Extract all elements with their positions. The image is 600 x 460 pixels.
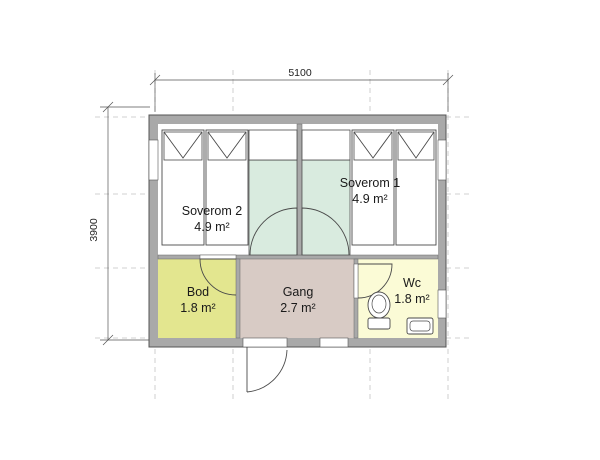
room-area-soverom-1: 4.9 m²	[352, 192, 387, 206]
room-name-wc: Wc	[403, 276, 421, 290]
door-bod	[199, 254, 237, 296]
room-area-bod: 1.8 m²	[180, 301, 215, 315]
room-bod	[158, 259, 236, 338]
bed-soverom-2-b	[205, 129, 249, 246]
bed-soverom-1-b	[395, 129, 437, 246]
door-wc	[353, 263, 393, 299]
width-dimension: 5100	[149, 67, 454, 112]
room-area-gang: 2.7 m²	[280, 301, 315, 315]
bed-soverom-1-a	[351, 129, 395, 246]
closet-left	[248, 159, 298, 256]
room-name-soverom-2: Soverom 2	[182, 204, 242, 218]
entrance-door	[242, 337, 288, 393]
toilet-icon	[367, 291, 391, 330]
room-area-soverom-2: 4.9 m²	[194, 220, 229, 234]
shelf-soverom-2	[248, 129, 298, 161]
door-soverom-1	[301, 207, 350, 256]
room-name-bod: Bod	[187, 285, 209, 299]
bed-soverom-2-a	[161, 129, 205, 246]
height-label: 3900	[88, 218, 100, 242]
closet-right	[301, 159, 351, 256]
room-gang	[240, 259, 354, 338]
sink-icon	[406, 317, 434, 335]
shelf-soverom-1	[301, 129, 351, 161]
room-name-soverom-1: Soverom 1	[340, 176, 400, 190]
height-dimension: 3900	[88, 101, 150, 346]
room-area-wc: 1.8 m²	[394, 292, 429, 306]
door-soverom-2	[249, 207, 298, 256]
windows	[148, 139, 447, 348]
width-label: 5100	[288, 67, 312, 79]
room-name-gang: Gang	[283, 285, 314, 299]
